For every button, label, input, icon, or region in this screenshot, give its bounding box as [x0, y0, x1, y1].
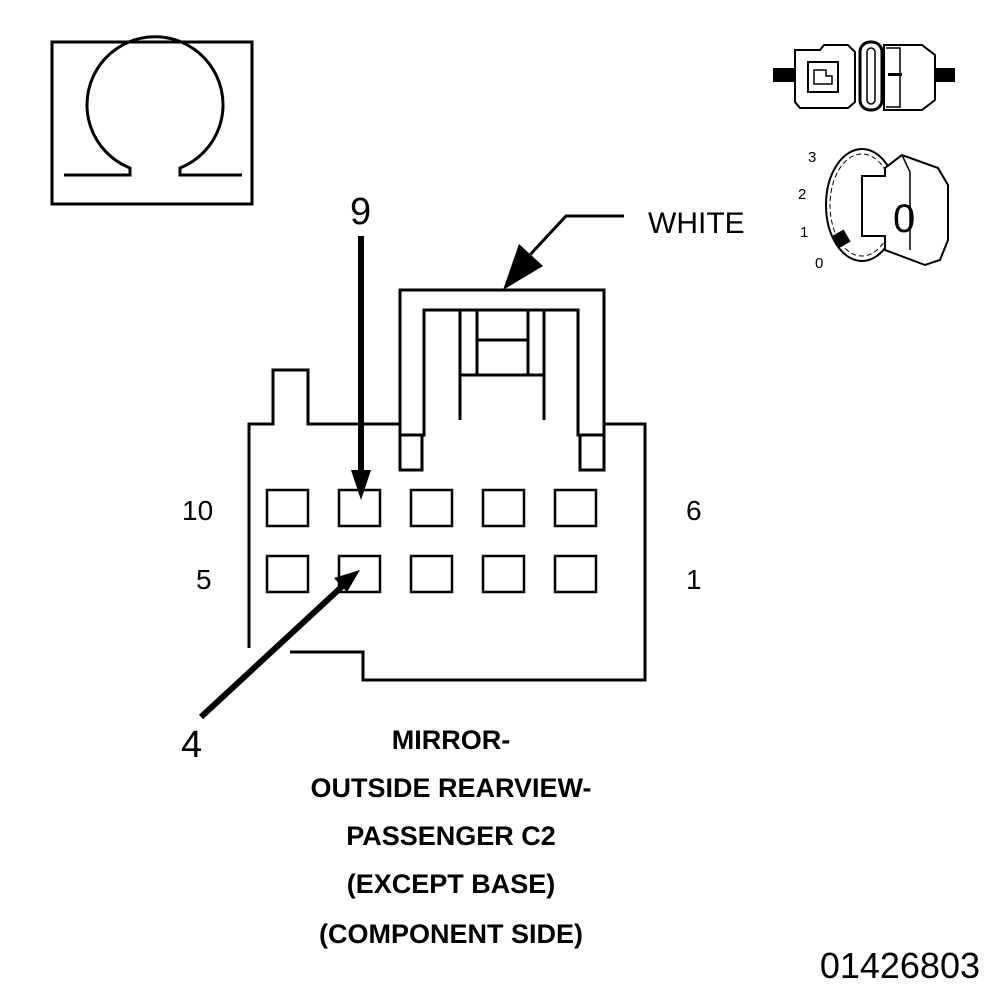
cavity-4 — [337, 554, 382, 594]
connector-body — [247, 368, 647, 682]
ohm-symbol-icon — [50, 35, 254, 206]
callout-arrow-pin-4 — [198, 570, 360, 720]
cavity-row-bottom — [265, 554, 598, 594]
pin-label-6: 6 — [686, 495, 702, 526]
caption-line-3: PASSENGER C2 — [346, 821, 556, 851]
cavity-8 — [409, 488, 454, 528]
disconnected-connector-icon — [773, 40, 955, 112]
cavity-3 — [409, 554, 454, 594]
cavity-row-top — [265, 488, 598, 528]
ignition-position-3: 3 — [808, 149, 816, 166]
cavity-7 — [481, 488, 526, 528]
cavity-2 — [481, 554, 526, 594]
ignition-switch-off-icon: 3 2 1 0 0 — [798, 148, 949, 272]
cavity-1 — [553, 554, 598, 594]
pin-label-5: 5 — [196, 564, 212, 595]
cavity-5 — [265, 554, 310, 594]
callout-leader-white — [503, 214, 624, 290]
connector-latch — [398, 288, 606, 472]
caption-line-1: MIRROR- — [392, 725, 510, 755]
connector-caption: MIRROR- OUTSIDE REARVIEW- PASSENGER C2 (… — [311, 725, 592, 949]
ignition-position-1: 1 — [800, 224, 808, 241]
pin-label-10: 10 — [182, 495, 213, 526]
cavity-6 — [553, 488, 598, 528]
ignition-key-label: 0 — [893, 197, 915, 241]
callout-pin-4: 4 — [181, 724, 202, 766]
caption-line-2: OUTSIDE REARVIEW- — [311, 773, 592, 803]
caption-line-4: (EXCEPT BASE) — [347, 869, 556, 899]
ignition-position-2: 2 — [798, 186, 806, 203]
caption-line-5: (COMPONENT SIDE) — [319, 919, 583, 949]
figure-number: 01426803 — [820, 945, 980, 986]
cavity-9 — [337, 488, 382, 528]
ignition-position-0: 0 — [815, 255, 823, 272]
callout-pin-9: 9 — [350, 191, 371, 233]
pin-label-1: 1 — [686, 564, 702, 595]
callout-arrow-pin-9 — [351, 236, 371, 500]
latch-color-label: WHITE — [648, 207, 745, 240]
cavity-10 — [265, 488, 310, 528]
